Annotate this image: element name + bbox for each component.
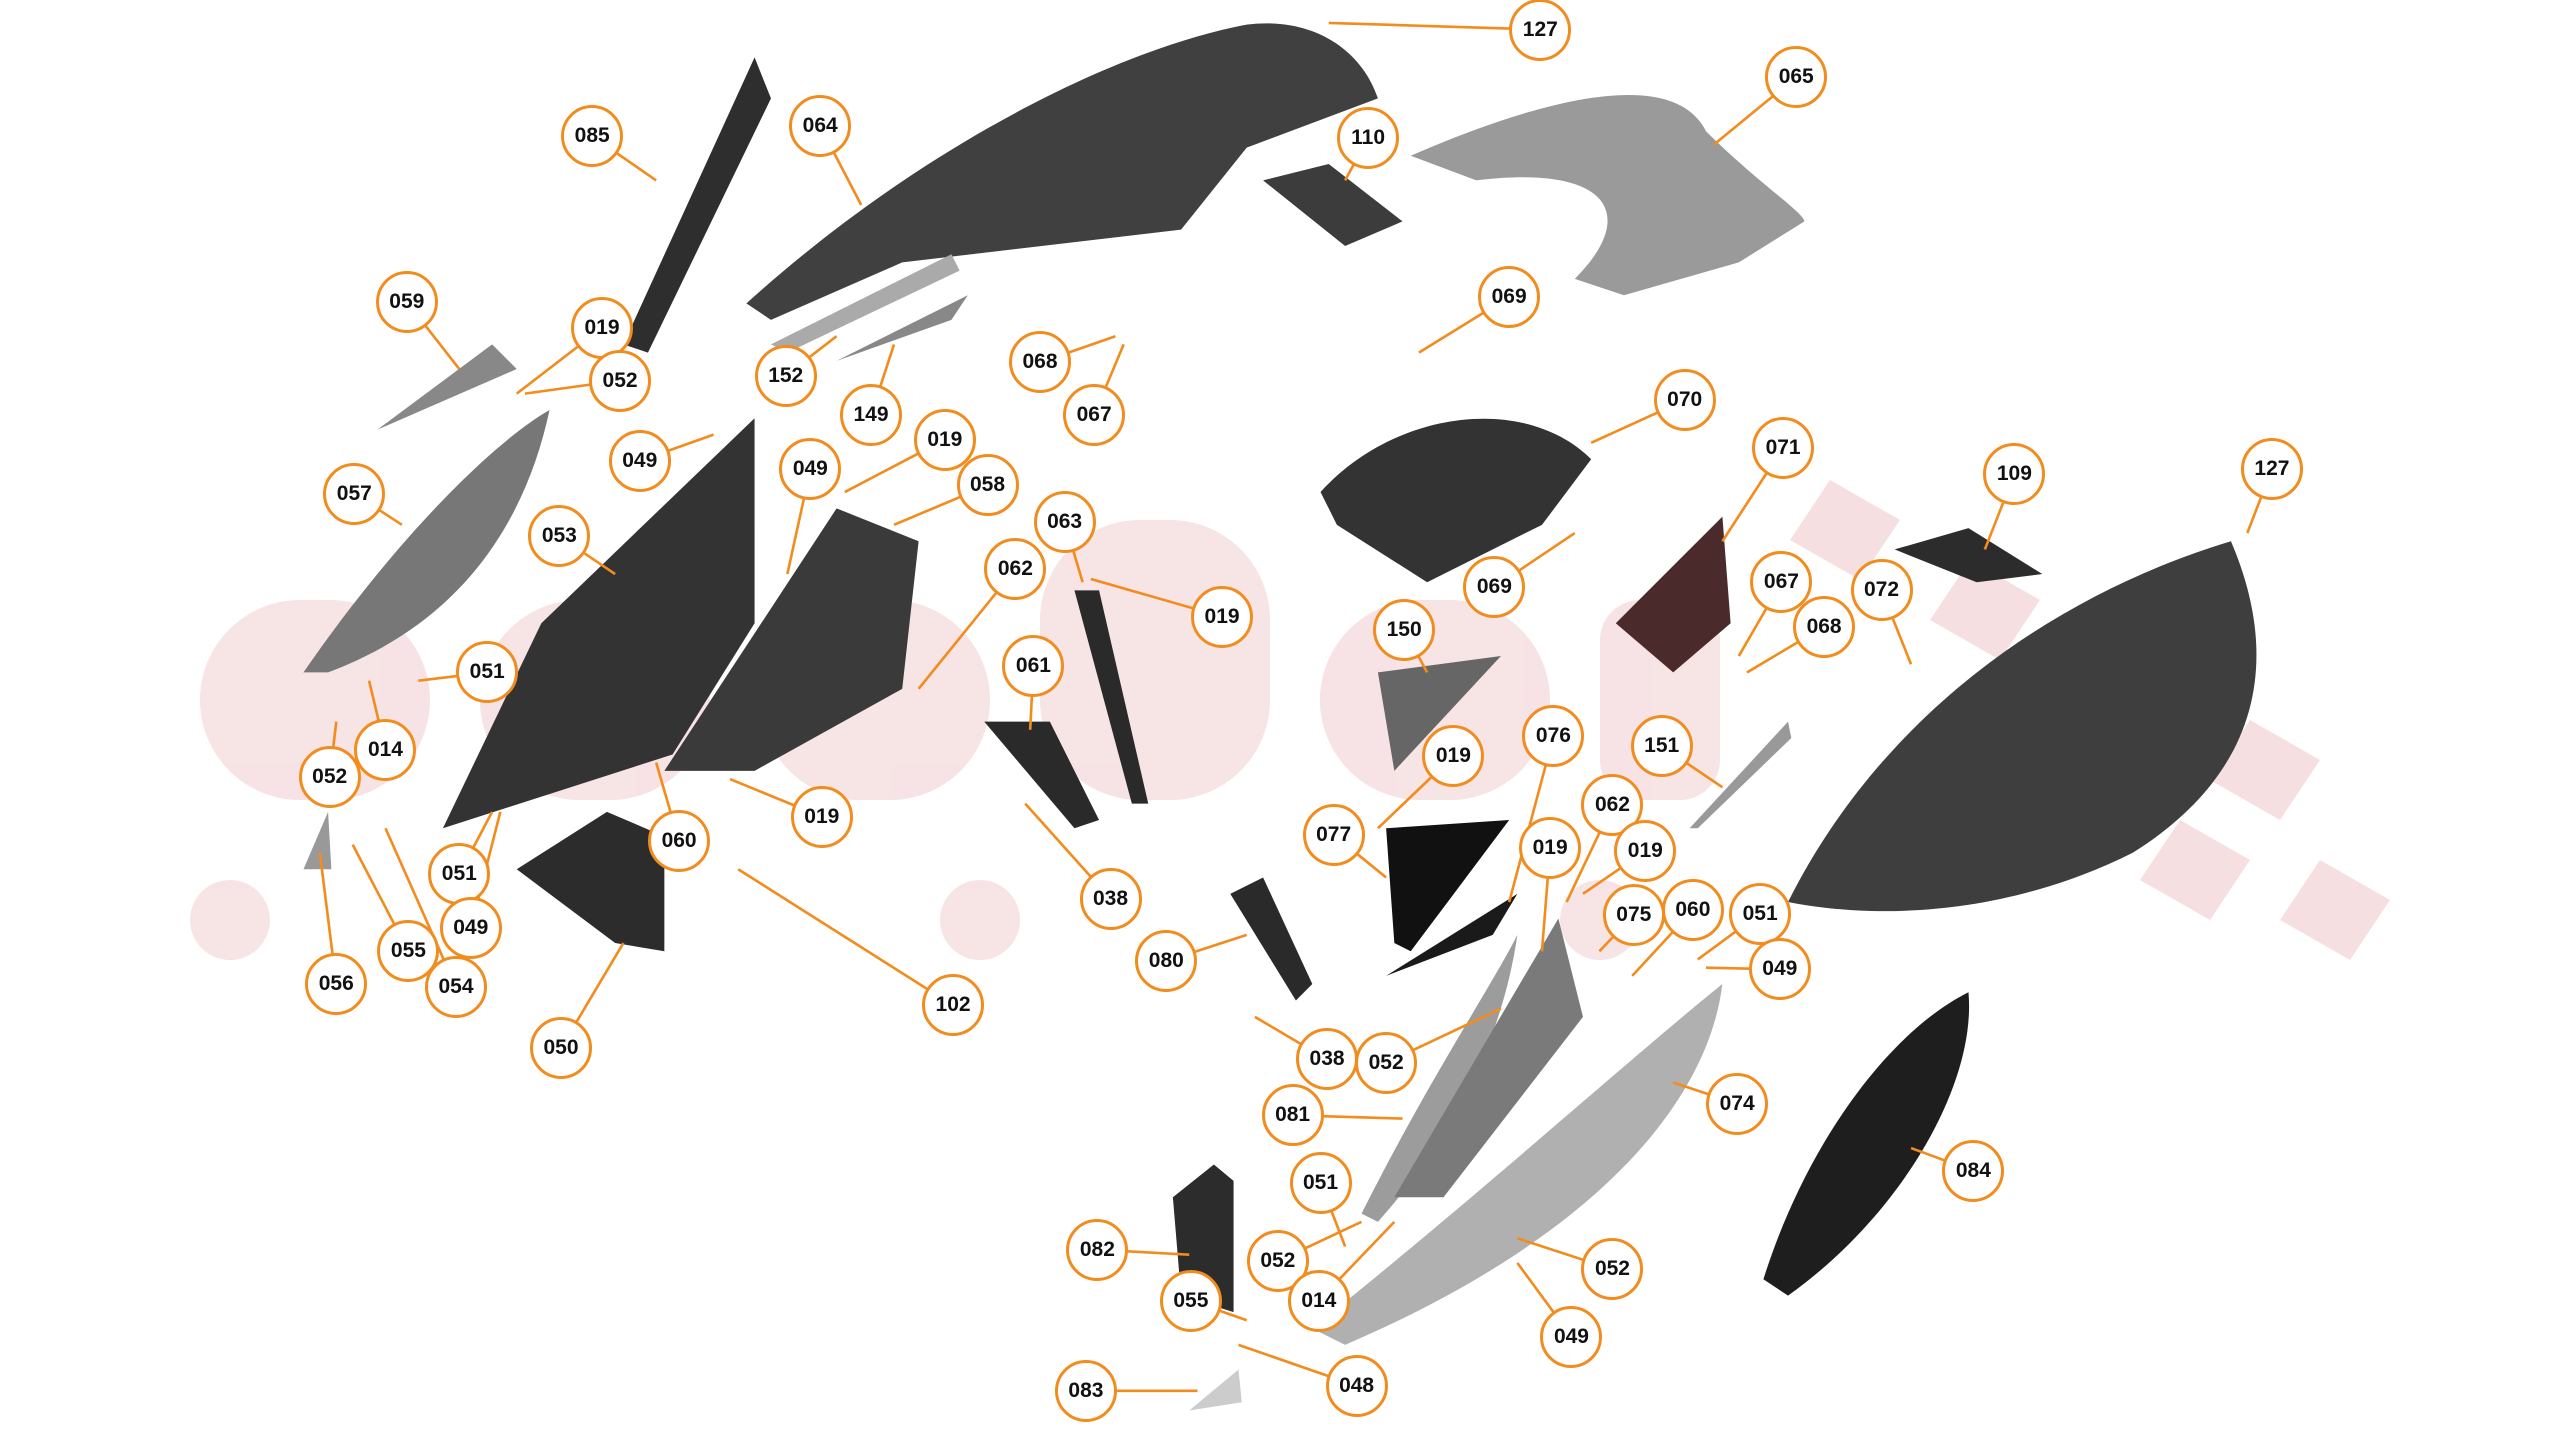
callout-014[interactable]: 014 (1287, 1269, 1350, 1332)
part-151 (1689, 721, 1792, 829)
callout-052[interactable]: 052 (1355, 1031, 1418, 1094)
callout-069[interactable]: 069 (1463, 556, 1526, 619)
callout-050[interactable]: 050 (530, 1017, 592, 1080)
callout-109[interactable]: 109 (1983, 442, 2046, 505)
part-109 (1894, 528, 2043, 583)
part-075 (1394, 918, 1583, 1198)
callout-080[interactable]: 080 (1135, 930, 1198, 993)
part-072 (1788, 541, 2257, 912)
callout-074[interactable]: 074 (1706, 1072, 1769, 1135)
callout-019[interactable]: 019 (1519, 816, 1582, 879)
callout-152[interactable]: 152 (754, 344, 817, 407)
callout-067[interactable]: 067 (1750, 551, 1813, 614)
callout-102[interactable]: 102 (922, 974, 985, 1037)
part-050 (516, 811, 665, 952)
callout-058[interactable]: 058 (956, 454, 1019, 517)
callout-019[interactable]: 019 (1191, 585, 1254, 648)
part-063 (1074, 590, 1149, 804)
callout-019[interactable]: 019 (1422, 725, 1485, 788)
callout-068[interactable]: 068 (1009, 331, 1071, 394)
part-081 (1361, 934, 1518, 1222)
callout-055[interactable]: 055 (1159, 1269, 1222, 1332)
callout-065[interactable]: 065 (1765, 46, 1828, 109)
callout-038[interactable]: 038 (1296, 1028, 1359, 1091)
callout-060[interactable]: 060 (648, 810, 711, 873)
callout-038[interactable]: 038 (1079, 867, 1142, 930)
part-053 (442, 418, 755, 829)
callout-062[interactable]: 062 (1581, 774, 1644, 837)
callout-151[interactable]: 151 (1630, 715, 1693, 778)
callout-069[interactable]: 069 (1478, 265, 1541, 328)
callout-052[interactable]: 052 (589, 349, 652, 412)
callout-060[interactable]: 060 (1661, 879, 1724, 942)
callout-056[interactable]: 056 (305, 953, 368, 1016)
callout-127[interactable]: 127 (2240, 438, 2303, 501)
callout-054[interactable]: 054 (425, 956, 488, 1019)
callout-061[interactable]: 061 (1002, 634, 1065, 697)
callout-051[interactable]: 051 (1729, 882, 1792, 945)
callout-059[interactable]: 059 (375, 270, 438, 333)
part-084 (1763, 992, 1970, 1296)
callout-110[interactable]: 110 (1337, 106, 1400, 169)
callout-052[interactable]: 052 (298, 746, 361, 809)
part-057 (303, 410, 550, 673)
part-065 (1410, 94, 1805, 296)
callout-019[interactable]: 019 (790, 785, 853, 848)
callout-049[interactable]: 049 (1540, 1305, 1603, 1368)
callout-076[interactable]: 076 (1522, 705, 1585, 768)
callout-063[interactable]: 063 (1033, 490, 1096, 553)
part-080 (1230, 877, 1313, 1001)
part-074 (1312, 984, 1723, 1345)
callout-150[interactable]: 150 (1373, 598, 1436, 661)
leader-line-127 (1328, 21, 1541, 31)
callout-067[interactable]: 067 (1063, 383, 1126, 446)
part-110 (1263, 164, 1403, 247)
callout-053[interactable]: 053 (528, 505, 591, 568)
part-061 (984, 721, 1100, 829)
callout-084[interactable]: 084 (1942, 1140, 2005, 1203)
part-152 (770, 254, 960, 353)
callout-057[interactable]: 057 (323, 462, 386, 525)
callout-077[interactable]: 077 (1302, 803, 1365, 866)
callout-019[interactable]: 019 (913, 408, 976, 471)
callout-127[interactable]: 127 (1509, 0, 1572, 61)
callout-083[interactable]: 083 (1054, 1359, 1117, 1422)
callout-082[interactable]: 082 (1066, 1218, 1129, 1281)
callout-051[interactable]: 051 (456, 641, 519, 704)
callout-052[interactable]: 052 (1581, 1238, 1644, 1301)
part-059 (377, 344, 517, 430)
callout-068[interactable]: 068 (1793, 595, 1856, 658)
callout-048[interactable]: 048 (1325, 1354, 1388, 1417)
part-149 (836, 295, 968, 361)
callout-019[interactable]: 019 (1614, 820, 1677, 883)
part-056 (303, 811, 332, 870)
part-077 (1386, 820, 1510, 952)
callout-049[interactable]: 049 (439, 897, 502, 960)
callout-062[interactable]: 062 (984, 538, 1047, 601)
callout-070[interactable]: 070 (1653, 369, 1716, 432)
callout-085[interactable]: 085 (561, 105, 624, 168)
callout-064[interactable]: 064 (789, 95, 852, 158)
callout-075[interactable]: 075 (1602, 884, 1665, 947)
part-083 (1189, 1369, 1242, 1411)
callout-071[interactable]: 071 (1752, 416, 1815, 479)
part-070 (1320, 418, 1592, 583)
part-064 (746, 23, 1378, 320)
body-panels (303, 23, 2257, 1411)
callout-072[interactable]: 072 (1850, 559, 1913, 622)
part-058 (664, 508, 919, 771)
callout-049[interactable]: 049 (1748, 938, 1811, 1001)
callout-149[interactable]: 149 (840, 383, 903, 446)
callout-051[interactable]: 051 (428, 843, 491, 906)
callout-049[interactable]: 049 (779, 438, 842, 501)
callout-081[interactable]: 081 (1261, 1084, 1324, 1147)
leader-line-102 (737, 868, 954, 1007)
part-085 (623, 57, 771, 353)
callout-049[interactable]: 049 (608, 429, 671, 492)
callout-014[interactable]: 014 (354, 718, 417, 781)
callout-051[interactable]: 051 (1289, 1151, 1352, 1214)
part-150 (1377, 656, 1501, 771)
part-071 (1615, 516, 1731, 673)
